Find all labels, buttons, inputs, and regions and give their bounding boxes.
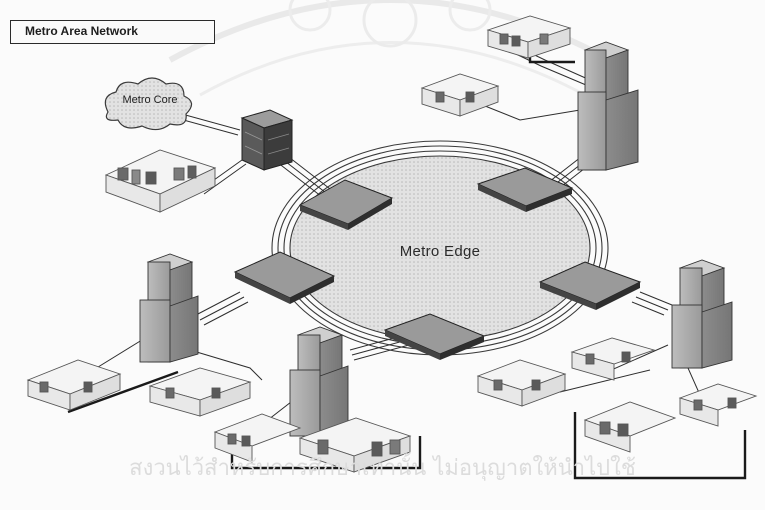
metro-core-label: Metro Core xyxy=(110,94,190,106)
office-box-top-1 xyxy=(488,16,570,58)
tower-left xyxy=(140,254,198,362)
office-box-left-b xyxy=(150,368,250,416)
watermark-text: สงวนไว้สำหรับการศึกษาเท่านั้น ไม่อนุญาตใ… xyxy=(0,450,765,485)
office-box-right-c xyxy=(585,402,675,452)
office-box-right-b xyxy=(572,338,654,380)
data-center-box xyxy=(106,150,215,212)
office-box-right-d xyxy=(680,384,756,426)
office-box-top-2 xyxy=(422,74,498,116)
tower-bottom xyxy=(290,327,348,436)
core-switch-cube xyxy=(242,110,292,170)
diagram-title: Metro Area Network xyxy=(10,20,215,44)
metro-edge-label: Metro Edge xyxy=(360,243,520,260)
office-box-right-a xyxy=(478,360,565,406)
tower-right xyxy=(672,260,732,368)
tower-top-right xyxy=(578,42,638,170)
office-box-left-a xyxy=(28,360,120,410)
